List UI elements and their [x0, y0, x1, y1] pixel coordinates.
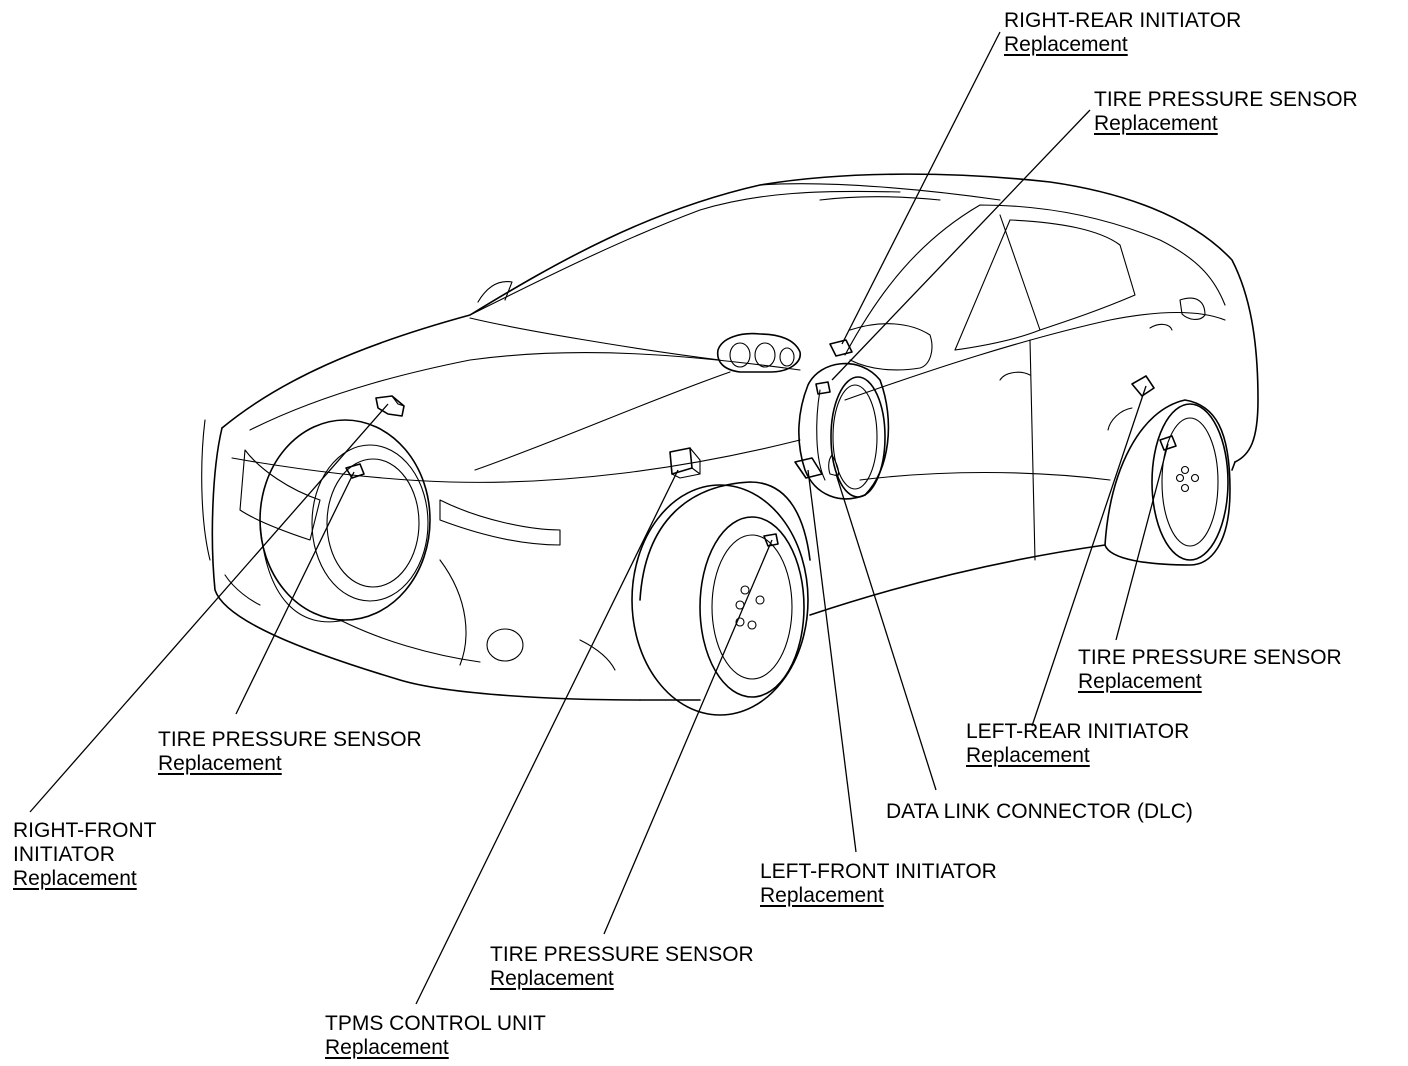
callout-left-front-initiator: LEFT-FRONT INITIATOR Replacement [760, 860, 997, 908]
replacement-link[interactable]: Replacement [158, 752, 282, 775]
leader-right-rear-tpms-sensor [831, 109, 1091, 381]
left-front-initiator-symbol [794, 457, 823, 479]
callout-tpms-sensor-right-front: TIRE PRESSURE SENSOR Replacement [158, 728, 422, 776]
left-front-wheel [631, 481, 811, 716]
replacement-link[interactable]: Replacement [1094, 112, 1218, 135]
leader-left-front-initiator [807, 469, 857, 853]
callout-tpms-sensor-left-rear: TIRE PRESSURE SENSOR Replacement [1078, 646, 1342, 694]
callout-title: LEFT-REAR INITIATOR [966, 720, 1190, 743]
leader-left-front-tpms-sensor [603, 539, 773, 935]
callout-title-line2: INITIATOR [13, 843, 115, 866]
replacement-link[interactable]: Replacement [966, 744, 1090, 767]
callout-left-rear-initiator: LEFT-REAR INITIATOR Replacement [966, 720, 1189, 768]
leader-data-link-connector [835, 473, 937, 791]
leader-right-front-tpms-sensor [235, 471, 355, 715]
replacement-link[interactable]: Replacement [325, 1036, 449, 1059]
callout-data-link-connector: DATA LINK CONNECTOR (DLC) [886, 800, 1193, 824]
callout-tpms-control-unit: TPMS CONTROL UNIT Replacement [325, 1012, 546, 1060]
leader-lines [29, 31, 1169, 1005]
right-front-tpms-sensor-symbol [345, 463, 365, 479]
callout-tpms-sensor-right-rear: TIRE PRESSURE SENSOR Replacement [1094, 88, 1358, 136]
callout-title: LEFT-FRONT INITIATOR [760, 860, 997, 883]
replacement-link[interactable]: Replacement [490, 967, 614, 990]
callout-tpms-sensor-left-front: TIRE PRESSURE SENSOR Replacement [490, 943, 754, 991]
right-rear-tpms-sensor-symbol [815, 381, 831, 395]
callout-title: TIRE PRESSURE SENSOR [1078, 646, 1342, 669]
leader-right-rear-initiator [841, 31, 1001, 345]
tpms-control-unit-symbol [669, 447, 701, 479]
right-rear-initiator-symbol [829, 339, 853, 357]
callout-title: RIGHT-REAR INITIATOR [1004, 9, 1242, 32]
callout-right-front-initiator: RIGHT-FRONT INITIATOR Replacement [13, 819, 156, 891]
callout-title: DATA LINK CONNECTOR (DLC) [886, 800, 1193, 823]
leader-left-rear-tpms-sensor [1115, 443, 1169, 641]
car-body [201, 173, 1259, 701]
callout-title-line1: RIGHT-FRONT [13, 819, 157, 842]
callout-right-rear-initiator: RIGHT-REAR INITIATOR Replacement [1004, 9, 1241, 57]
callout-title: TIRE PRESSURE SENSOR [1094, 88, 1358, 111]
callout-title: TIRE PRESSURE SENSOR [490, 943, 754, 966]
left-rear-initiator-symbol [1131, 375, 1155, 397]
replacement-link[interactable]: Replacement [760, 884, 884, 907]
leader-left-rear-initiator [1031, 385, 1147, 727]
left-rear-tpms-sensor-symbol [1159, 435, 1177, 451]
replacement-link[interactable]: Replacement [13, 867, 137, 890]
replacement-link[interactable]: Replacement [1078, 670, 1202, 693]
left-front-tpms-sensor-symbol [763, 533, 779, 547]
right-front-initiator-symbol [375, 395, 405, 417]
leader-right-front-initiator [29, 403, 389, 813]
left-rear-wheel [1104, 399, 1231, 566]
instrument-cluster [716, 332, 801, 373]
leader-tpms-control-unit [415, 469, 679, 1005]
callout-title: TIRE PRESSURE SENSOR [158, 728, 422, 751]
callout-title: TPMS CONTROL UNIT [325, 1012, 546, 1035]
replacement-link[interactable]: Replacement [1004, 33, 1128, 56]
